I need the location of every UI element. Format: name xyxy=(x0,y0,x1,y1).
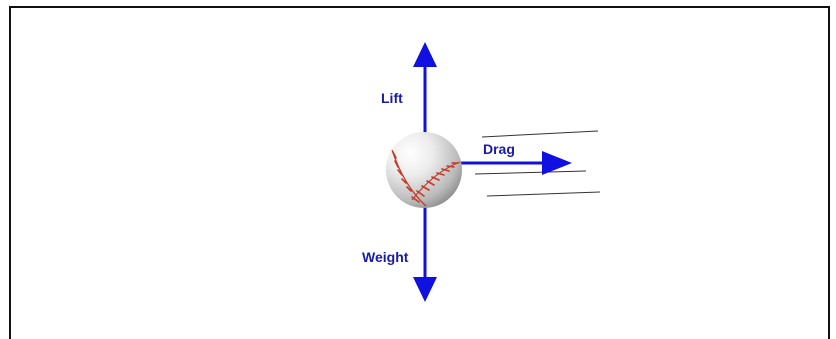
weight-label: Weight xyxy=(362,249,409,265)
baseball-icon xyxy=(386,132,462,208)
airflow-lines xyxy=(474,130,601,197)
airflow-line xyxy=(474,170,587,175)
airflow-line xyxy=(481,130,599,138)
diagram-frame xyxy=(9,6,830,339)
lift-label: Lift xyxy=(381,90,403,106)
drag-label: Drag xyxy=(483,141,515,157)
airflow-line xyxy=(486,191,601,197)
